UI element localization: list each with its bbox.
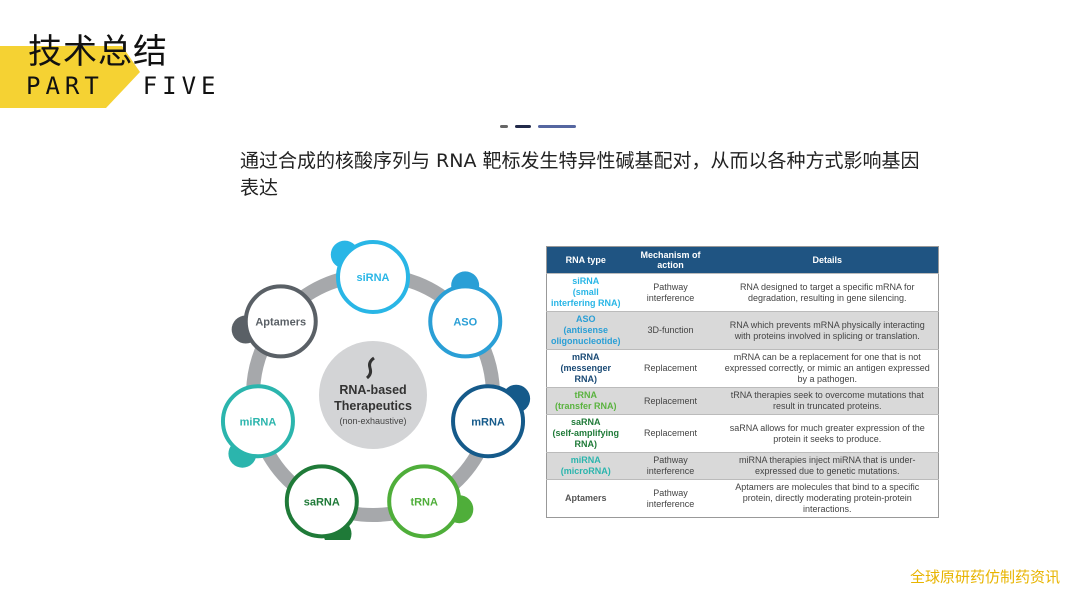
- col-header: Details: [716, 246, 939, 274]
- details-cell: tRNA therapies seek to overcome mutation…: [716, 387, 939, 415]
- node-circle: [284, 464, 359, 539]
- center-note: (non-exhaustive): [339, 416, 406, 426]
- rna-type-cell: mRNA(messenger RNA): [546, 349, 625, 388]
- divider-dash: [500, 125, 508, 128]
- rna-therapeutics-diagram: RNA-based Therapeutics (non-exhaustive) …: [220, 240, 531, 540]
- part-label: PART FIVE: [26, 72, 221, 100]
- node-label: saRNA: [304, 496, 340, 508]
- rna-type-cell: siRNA(small interfering RNA): [546, 273, 625, 312]
- node-label: miRNA: [240, 416, 277, 428]
- node-label: mRNA: [471, 416, 505, 428]
- rna-strand-icon: [366, 356, 375, 380]
- node-circle: [387, 464, 462, 539]
- col-header: RNA type: [546, 246, 625, 274]
- rna-type-cell: saRNA(self-amplifying RNA): [546, 414, 625, 453]
- divider-dash: [538, 125, 576, 128]
- node-circle: [428, 284, 503, 359]
- node-mrna: mRNA: [451, 384, 531, 459]
- node-aso: ASO: [428, 271, 503, 359]
- subtitle: 通过合成的核酸序列与 RNA 靶标发生特异性碱基配对，从而以各种方式影响基因表达: [240, 150, 920, 199]
- node-aptamers: Aptamers: [231, 284, 318, 359]
- center-circle: [319, 341, 427, 449]
- mechanism-cell: Replacement: [624, 414, 717, 453]
- node-label: tRNA: [410, 496, 438, 508]
- footer-watermark: 全球原研药仿制药资讯: [909, 568, 1060, 586]
- node-label: ASO: [453, 316, 477, 328]
- node-circle: [243, 284, 318, 359]
- node-label: Aptamers: [255, 316, 306, 328]
- table-row: ASO(antisense oligonucleotide)3D-functio…: [546, 311, 939, 350]
- node-circle: [220, 384, 295, 459]
- rna-type-cell: ASO(antisense oligonucleotide): [546, 311, 625, 350]
- center-title-1: RNA-based: [339, 383, 406, 397]
- details-cell: mRNA can be a replacement for one that i…: [716, 349, 939, 388]
- rna-type-cell: miRNA(microRNA): [546, 452, 625, 480]
- table-row: siRNA(small interfering RNA)Pathway inte…: [546, 273, 939, 312]
- mechanism-cell: Replacement: [624, 387, 717, 415]
- mechanism-cell: Replacement: [624, 349, 717, 388]
- page-title: 技术总结: [28, 32, 168, 72]
- mechanism-cell: Pathway interference: [624, 273, 717, 312]
- node-circle: [336, 240, 410, 314]
- mechanism-cell: 3D-function: [624, 311, 717, 350]
- rna-type-cell: tRNA(transfer RNA): [546, 387, 625, 415]
- details-cell: miRNA therapies inject miRNA that is und…: [716, 452, 939, 480]
- yellow-banner-shape: [0, 46, 140, 108]
- mechanism-cell: Pathway interference: [624, 452, 717, 480]
- mechanism-cell: Pathway interference: [624, 479, 717, 518]
- node-trna: tRNA: [387, 464, 474, 539]
- center-title-2: Therapeutics: [334, 399, 412, 413]
- node-label: siRNA: [356, 272, 389, 284]
- rna-type-cell: Aptamers: [546, 479, 625, 518]
- details-cell: saRNA allows for much greater expression…: [716, 414, 939, 453]
- rna-type-table: RNA type Mechanism of action Details siR…: [546, 246, 939, 518]
- col-header: Mechanism of action: [624, 246, 717, 274]
- details-cell: Aptamers are molecules that bind to a sp…: [716, 479, 939, 518]
- node-mirna: miRNA: [220, 384, 295, 468]
- node-sirna: siRNA: [330, 240, 410, 314]
- node-sarna: saRNA: [284, 464, 359, 540]
- node-circle: [451, 384, 526, 459]
- divider-dash: [515, 125, 531, 128]
- details-cell: RNA designed to target a specific mRNA f…: [716, 273, 939, 312]
- details-cell: RNA which prevents mRNA physically inter…: [716, 311, 939, 350]
